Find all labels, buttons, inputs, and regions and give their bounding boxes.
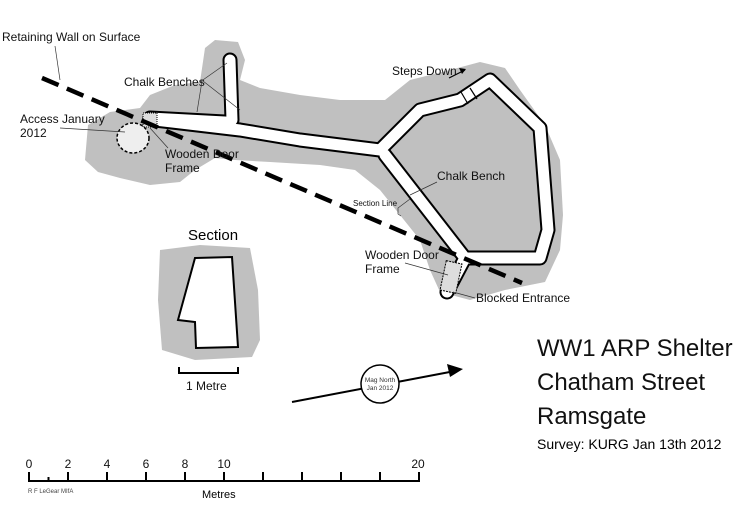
- label-wooden-door-1a: Wooden Door: [165, 147, 239, 161]
- steps: [460, 91, 469, 105]
- title-line-2: Chatham Street: [537, 369, 705, 396]
- scale-tick-label: 2: [65, 457, 72, 471]
- blocked-entrance-fill: [439, 260, 463, 294]
- label-wooden-door-2b: Frame: [365, 262, 400, 276]
- scale-tick-label: 8: [182, 457, 189, 471]
- passages: [116, 52, 556, 300]
- steps-2: [469, 87, 478, 100]
- access-shaft: [116, 122, 150, 154]
- scale-unit-label: Metres: [202, 489, 236, 501]
- scale-tick-label: 6: [143, 457, 150, 471]
- label-chalk-bench: Chalk Bench: [437, 169, 505, 183]
- title-line-1: WW1 ARP Shelter: [537, 335, 733, 362]
- retaining-wall-line: [41, 75, 523, 286]
- scale-bar: 0 2 4 6 8 10 20 R F LeGear MIfA Metres: [26, 457, 425, 501]
- label-wooden-door-1b: Frame: [165, 161, 200, 175]
- section-scale-label: 1 Metre: [186, 379, 227, 393]
- north-label-1: Mag North: [365, 377, 396, 384]
- section-profile: [176, 255, 240, 350]
- label-chalk-benches: Chalk Benches: [124, 75, 205, 89]
- author-credit: R F LeGear MIfA: [28, 489, 73, 495]
- scale-tick-label: 10: [217, 457, 231, 471]
- label-steps-down: Steps Down: [392, 64, 457, 78]
- scale-tick-label: 20: [411, 457, 425, 471]
- label-section-line: Section Line: [353, 199, 398, 208]
- north-label-2: Jan 2012: [367, 385, 394, 392]
- survey-credit: Survey: KURG Jan 13th 2012: [537, 436, 722, 452]
- title-line-3: Ramsgate: [537, 403, 646, 430]
- label-blocked-entrance: Blocked Entrance: [476, 291, 570, 305]
- label-retaining-wall: Retaining Wall on Surface: [2, 30, 141, 44]
- section-scale-bar: [178, 367, 239, 374]
- scale-tick-label: 0: [26, 457, 33, 471]
- scale-tick-label: 4: [104, 457, 111, 471]
- section-title: Section: [188, 227, 238, 244]
- label-access-2: 2012: [20, 126, 47, 140]
- label-access-1: Access January: [20, 112, 105, 126]
- north-arrow: Mag North Jan 2012: [291, 364, 463, 404]
- label-wooden-door-2a: Wooden Door: [365, 248, 439, 262]
